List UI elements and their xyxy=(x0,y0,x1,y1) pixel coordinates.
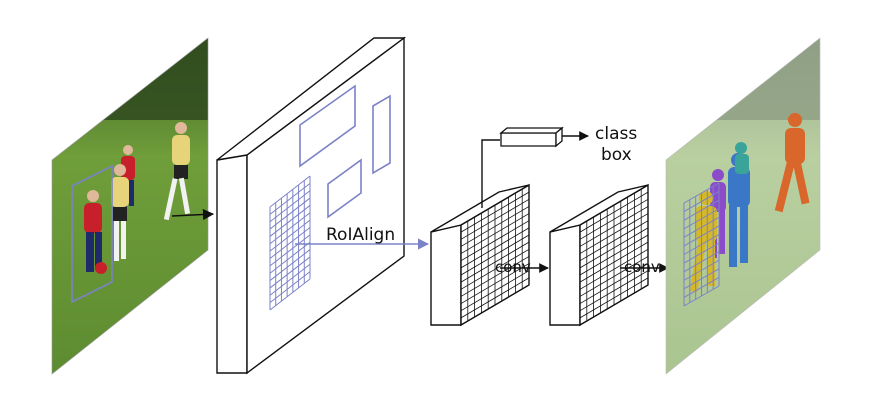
box1-grid-hline xyxy=(460,206,530,247)
box2-grid-hline xyxy=(579,184,649,226)
box1-grid-hline xyxy=(460,241,530,283)
box1-grid-hline xyxy=(460,277,530,319)
box1-grid-hline xyxy=(460,220,530,262)
conv-label-2: conv xyxy=(624,258,660,276)
roi-grid-hline xyxy=(269,249,311,281)
output-trees xyxy=(666,38,820,120)
fc-branch-line xyxy=(481,139,500,208)
box2-grid-hline xyxy=(579,284,649,326)
box1-grid-hline xyxy=(460,227,530,269)
roi-feature-box-1 xyxy=(430,183,530,327)
player-yellow-1 xyxy=(111,164,129,261)
roialign-label: RoIAlign xyxy=(326,225,395,245)
proposal-box-3 xyxy=(327,158,362,219)
fc-layer xyxy=(499,126,564,148)
box2-grid-hline xyxy=(579,263,649,304)
box1-grid-hline xyxy=(460,213,530,254)
box2-grid-hline xyxy=(579,213,649,254)
box2-grid-hline xyxy=(579,277,649,319)
box2-grid-hline xyxy=(579,206,649,247)
roi-feature-grid-1 xyxy=(460,184,530,326)
out-grid-hline xyxy=(683,216,720,238)
roi-grid-hline xyxy=(269,212,311,245)
proposal-box-2 xyxy=(372,94,391,175)
box2-grid-hline xyxy=(579,198,649,240)
box-label: box xyxy=(601,145,632,165)
roi-feature-grid-2 xyxy=(579,184,649,326)
player-yellow-2 xyxy=(163,122,191,221)
box1-grid-hline xyxy=(460,191,530,233)
box2-grid-hline xyxy=(579,220,649,262)
conv-label-1: conv xyxy=(495,258,531,276)
out-grid-hline xyxy=(683,191,720,213)
mask-teal xyxy=(735,142,749,174)
roi-grid-hline xyxy=(269,182,311,215)
out-grid-hline xyxy=(683,199,720,221)
roi-grid-hline xyxy=(269,175,311,208)
box1-grid-hline xyxy=(460,198,530,240)
box2-grid-hline xyxy=(579,227,649,269)
out-grid-hline xyxy=(683,234,720,255)
box2-grid-hline xyxy=(579,191,649,233)
class-label: class xyxy=(595,124,637,144)
out-grid-hline xyxy=(683,285,720,307)
roi-grid-hline xyxy=(269,234,311,267)
out-grid-hline xyxy=(683,276,720,298)
feature-proposals xyxy=(299,84,391,219)
box1-grid-hline xyxy=(460,270,530,312)
roi-grid-hline xyxy=(269,278,311,311)
arrow-input-to-features xyxy=(171,208,215,221)
mask-orange xyxy=(774,113,810,213)
roi-grid-hline xyxy=(269,241,311,274)
backbone-feature-map xyxy=(216,36,407,375)
out-grid-hline xyxy=(683,182,720,204)
roi-grid xyxy=(269,175,311,311)
out-grid-hline xyxy=(683,259,720,281)
tree-line xyxy=(52,38,208,120)
box1-grid-hline xyxy=(460,184,530,226)
roi-grid-hline xyxy=(269,205,311,237)
player-red-1 xyxy=(84,190,107,274)
roi-grid-hline xyxy=(269,227,311,259)
out-grid-hline xyxy=(683,242,720,264)
roi-grid-hline xyxy=(269,197,311,230)
box1-grid-hline xyxy=(460,234,530,276)
box2-grid-hline xyxy=(579,248,649,290)
proposal-box-1 xyxy=(299,84,356,168)
roi-grid-hline xyxy=(269,263,311,296)
roi-grid-hline xyxy=(269,256,311,289)
roi-grid-hline xyxy=(269,219,311,252)
box2-grid-hline xyxy=(579,241,649,283)
box2-grid-hline xyxy=(579,256,649,297)
output-mask-grid xyxy=(683,182,720,307)
box1-grid-hline xyxy=(460,284,530,326)
box1-grid-hline xyxy=(460,263,530,304)
roi-feature-box-2 xyxy=(549,183,649,327)
roi-grid-hline xyxy=(269,271,311,304)
box2-grid-hline xyxy=(579,234,649,276)
out-grid-hline xyxy=(683,208,720,230)
input-image xyxy=(51,37,209,375)
out-grid-hline xyxy=(683,251,720,273)
out-grid-hline xyxy=(683,225,720,247)
roi-grid-hline xyxy=(269,190,311,223)
box1-grid-hline xyxy=(460,248,530,290)
out-grid-hline xyxy=(683,268,720,290)
box1-grid-hline xyxy=(460,256,530,297)
input-roi-box xyxy=(71,164,113,304)
output-image xyxy=(665,37,821,375)
box2-grid-hline xyxy=(579,270,649,312)
